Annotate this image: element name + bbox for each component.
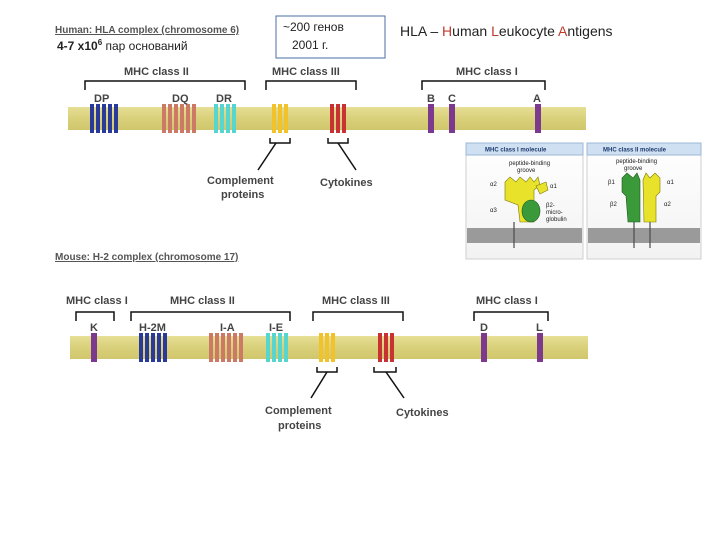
human-cytokine-genes — [330, 104, 346, 133]
human-complement-label-2: proteins — [221, 189, 264, 201]
gene-ia — [209, 333, 243, 362]
mhc-i-a2: α2 — [490, 182, 497, 188]
human-cytokines-label: Cytokines — [320, 177, 373, 189]
mhc-i-a1: α1 — [550, 184, 557, 190]
gene-b — [428, 104, 434, 133]
mhc-i-b2-1: β2- — [546, 203, 555, 209]
gene-dq-label: DQ — [172, 93, 189, 105]
mouse-class-iii-bracket — [312, 311, 404, 321]
mhc-ii-membrane — [588, 228, 700, 243]
mhc-i-b2-2: micro- — [546, 210, 563, 216]
gene-h2m-label: H-2M — [139, 322, 166, 334]
mouse-class-i-right-label: MHC class I — [476, 295, 538, 307]
mhc-i-groove-1: peptide-binding — [509, 161, 550, 167]
mouse-title: Mouse: H-2 complex (chromosome 17) — [55, 252, 238, 263]
mhc-i-panel-header: MHC class I molecule — [485, 148, 547, 154]
mouse-class-ii-label: MHC class II — [170, 295, 235, 307]
mhc-class-i-molecule-panel: MHC class I molecule peptide-binding gro… — [465, 142, 584, 260]
gene-count-line2: 2001 г. — [292, 38, 328, 52]
gene-d — [481, 333, 487, 362]
human-chromosome — [68, 107, 586, 130]
hla-acronym-title: HLA – Human Leukocyte Antigens — [400, 23, 613, 39]
human-title: Human: HLA complex (chromosome 6) — [55, 25, 239, 36]
gene-dr — [214, 104, 236, 133]
gene-ie — [266, 333, 288, 362]
mouse-complement-label-1: Complement — [265, 405, 332, 417]
mouse-cytokine-genes — [378, 333, 394, 362]
gene-b-label: B — [427, 93, 435, 105]
mhc-i-groove-2: groove — [517, 168, 536, 174]
human-size-label: 4-7 x106 пар оснований — [57, 38, 188, 53]
human-class-i-bracket — [421, 80, 546, 90]
mhc-i-membrane — [467, 228, 582, 243]
gene-count-line1: ~200 генов — [283, 20, 344, 34]
gene-h2m — [139, 333, 167, 362]
human-class-ii-label: MHC class II — [124, 66, 189, 78]
mouse-complement-label-2: proteins — [278, 420, 321, 432]
mouse-complement-genes — [319, 333, 335, 362]
mouse-class-iii-label: MHC class III — [322, 295, 390, 307]
mhc-i-a3: α3 — [490, 208, 497, 214]
human-class-ii-bracket — [84, 80, 246, 90]
mhc-ii-groove-2: groove — [624, 166, 643, 172]
gene-a-label: A — [533, 93, 541, 105]
gene-d-label: D — [480, 322, 488, 334]
gene-dp-label: DP — [94, 93, 109, 105]
human-complement-genes — [272, 104, 288, 133]
mhc-class-ii-molecule-panel: MHC class II molecule peptide-binding gr… — [586, 142, 702, 260]
gene-l — [537, 333, 543, 362]
mhc-ii-groove-1: peptide-binding — [616, 159, 657, 165]
gene-k — [91, 333, 97, 362]
gene-c — [449, 104, 455, 133]
mhc-ii-a2: α2 — [664, 202, 671, 208]
mhc-ii-panel-header: MHC class II molecule — [603, 148, 667, 154]
gene-dr-label: DR — [216, 93, 232, 105]
mhc-i-b2-3: globulin — [546, 217, 567, 223]
human-class-i-label: MHC class I — [456, 66, 518, 78]
mouse-complement-callout — [310, 367, 338, 399]
human-complement-callout — [257, 138, 291, 171]
mhc-ii-b2: β2 — [610, 202, 617, 208]
gene-dp — [90, 104, 118, 133]
mhc-ii-b1: β1 — [608, 180, 615, 186]
mouse-cytokines-label: Cytokines — [396, 407, 449, 419]
mouse-cytokine-callout — [373, 367, 405, 399]
human-cytokine-callout — [327, 138, 357, 171]
mouse-class-i-right-bracket — [473, 311, 549, 321]
human-complement-label-1: Complement — [207, 175, 274, 187]
gene-count-box — [275, 15, 386, 59]
gene-c-label: C — [448, 93, 456, 105]
mhc-ii-a1: α1 — [667, 180, 674, 186]
human-class-iii-label: MHC class III — [272, 66, 340, 78]
mouse-class-ii-bracket — [130, 311, 291, 321]
gene-ia-label: I-A — [220, 322, 235, 334]
gene-dq — [162, 104, 196, 133]
gene-l-label: L — [536, 322, 543, 334]
gene-ie-label: I-E — [269, 322, 283, 334]
gene-k-label: K — [90, 322, 98, 334]
human-class-iii-bracket — [265, 80, 357, 90]
mouse-class-i-left-bracket — [75, 311, 115, 321]
mouse-class-i-left-label: MHC class I — [66, 295, 128, 307]
gene-a — [535, 104, 541, 133]
